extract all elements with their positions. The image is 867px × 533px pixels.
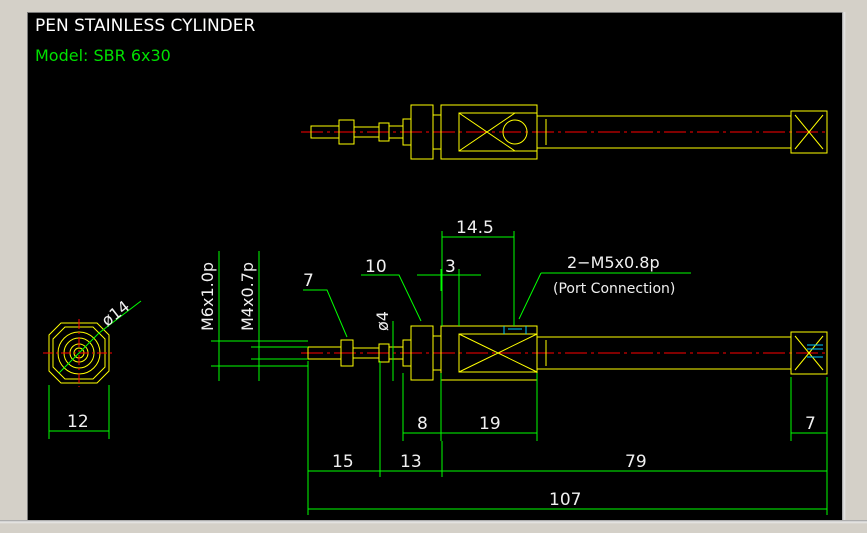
port-spec: 2−M5x0.8p <box>567 253 660 272</box>
dim-8: 8 <box>417 414 428 434</box>
port-hidden-lines <box>503 326 823 358</box>
dim-13: 13 <box>400 452 422 472</box>
dim-7-top: 7 <box>303 271 314 291</box>
dia-14: ø14 <box>98 297 133 331</box>
thread-m6: M6x1.0p <box>198 262 217 331</box>
dim-7-right: 7 <box>805 414 816 434</box>
dia-4: ø4 <box>373 311 392 331</box>
window-frame-bottom <box>0 520 867 533</box>
top-end-cap <box>790 110 828 154</box>
window-frame-right <box>842 12 867 533</box>
end-view <box>43 300 142 387</box>
top-view <box>301 104 829 160</box>
front-mount-nut <box>410 325 434 381</box>
top-head-block <box>440 104 538 160</box>
dim-10: 10 <box>365 257 387 277</box>
top-port-hole <box>502 119 528 145</box>
dim-19: 19 <box>479 414 501 434</box>
drawing-title: PEN STAINLESS CYLINDER <box>35 16 256 36</box>
top-mount-nut <box>410 104 434 160</box>
dim-12: 12 <box>67 412 89 432</box>
top-rod-nut <box>338 119 355 145</box>
thread-m4: M4x0.7p <box>238 262 257 331</box>
model-label: Model: SBR 6x30 <box>35 46 171 65</box>
cad-viewport[interactable]: PEN STAINLESS CYLINDER Model: SBR 6x30 <box>27 12 842 521</box>
dim-15: 15 <box>332 452 354 472</box>
dim-3: 3 <box>445 257 456 277</box>
end-view-hex <box>48 322 110 384</box>
dim-79: 79 <box>625 452 647 472</box>
cylinder-drawing: PEN STAINLESS CYLINDER Model: SBR 6x30 <box>35 16 829 515</box>
dimension-lines <box>48 231 828 515</box>
dim-107: 107 <box>549 490 581 510</box>
front-end-cap <box>790 331 828 375</box>
front-rod-nut <box>340 339 354 367</box>
front-view <box>301 325 829 381</box>
dim-14-5: 14.5 <box>456 218 494 238</box>
port-note: (Port Connection) <box>553 281 675 297</box>
